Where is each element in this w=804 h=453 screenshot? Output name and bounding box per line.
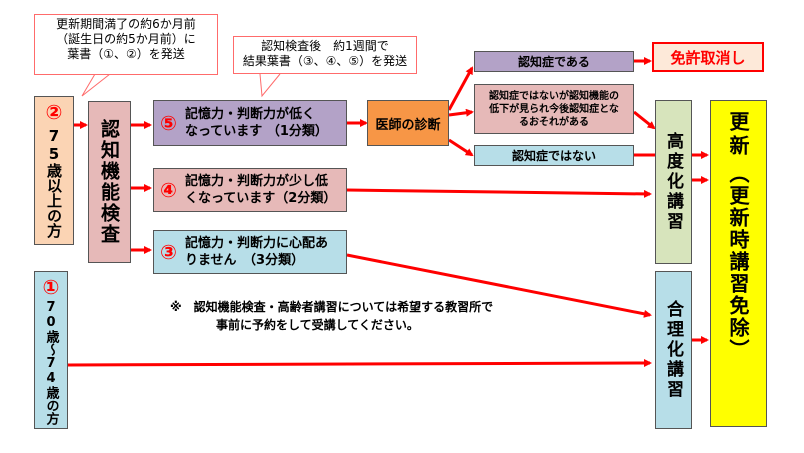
arrow-doctor-to-dementia (447, 66, 474, 111)
result-4-line1: 記憶力・判断力が少し低 (184, 174, 328, 189)
diagnosis-possible-line2: 低下が見られ今後認知症とな (489, 103, 619, 115)
result-4-line2: くなっています（2分類） (184, 191, 337, 206)
diagnosis-dementia-label: 認知症である (518, 55, 590, 69)
rational-course-box: 合理化講習 (655, 271, 692, 429)
callout-left-pointer (81, 73, 111, 97)
diagnosis-possible-line1: 認知症ではないが認知機能の (489, 90, 619, 102)
renewal-box: 更新 （更新時講習免除） (710, 100, 767, 427)
group-70-74: ① 70歳〜74歳の方 (34, 271, 68, 429)
rational-course-label: 合理化講習 (663, 300, 683, 400)
group-70-label: 70歳〜74歳の方 (43, 299, 59, 425)
arrow-4-to-advanced (346, 188, 652, 198)
reservation-note-line1: ※ 認知機能検査・高齢者講習については希望する教習所で (170, 300, 494, 314)
advanced-course-label: 高度化講習 (663, 132, 683, 232)
callout-result-mailing: 認知検査後 約1週間で 結果葉書（③、④、⑤）を発送 (233, 36, 417, 74)
diagnosis-possible-dementia: 認知症ではないが認知機能の 低下が見られ今後認知症とな るおそれがある (474, 84, 634, 134)
group-70-number: ① (42, 275, 60, 299)
renewal-sub-label: （更新時講習免除） (726, 163, 750, 361)
arrow-doctor-to-not (448, 138, 474, 157)
group-75-label: 75歳以上の方 (45, 126, 63, 238)
callout-right-line1: 認知検査後 約1週間で (261, 39, 389, 53)
advanced-course-box: 高度化講習 (655, 100, 692, 264)
result-5-line1: 記憶力・判断力が低く (184, 107, 315, 122)
result-class-1: ⑤ 記憶力・判断力が低く なっています （1分類） (153, 100, 347, 146)
result-4-number: ④ (160, 178, 177, 202)
result-5-line2: なっています （1分類） (184, 124, 328, 139)
reservation-note-line2: 事前に予約をして受講してください。 (216, 318, 419, 332)
result-3-line2: りません （3分類） (184, 253, 305, 268)
renewal-main-label: 更新 (726, 111, 750, 159)
result-class-2: ④ 記憶力・判断力が少し低 くなっています（2分類） (153, 168, 347, 212)
arrow-70-to-rational (67, 359, 652, 368)
diagnosis-dementia: 認知症である (474, 51, 634, 72)
result-3-number: ③ (160, 240, 177, 264)
arrow-3-to-rational (346, 253, 652, 318)
diagnosis-possible-line3: るおそれがある (519, 116, 589, 128)
arrow-possible-to-advanced (633, 110, 656, 130)
diagnosis-not-dementia: 認知症ではない (474, 145, 634, 166)
callout-notice-mailing: 更新期間満了の約6か月前 （誕生日の約5か月前）に 葉書（①、②）を発送 (34, 14, 218, 75)
group-75-plus: ② 75歳以上の方 (34, 96, 74, 245)
diagnosis-not-label: 認知症ではない (511, 149, 596, 163)
callout-left-line1: 更新期間満了の約6か月前 (56, 17, 196, 31)
callout-left-line2: （誕生日の約5か月前）に (56, 32, 196, 46)
license-revocation-label: 免許取消し (670, 48, 746, 67)
doctor-diagnosis-box: 医師の診断 (367, 100, 449, 146)
callout-left-line3: 葉書（①、②）を発送 (67, 47, 185, 61)
cognitive-test-label: 認知機能検査 (98, 119, 120, 245)
reservation-note: ※ 認知機能検査・高齢者講習については希望する教習所で 事前に予約をして受講して… (170, 298, 590, 334)
callout-right-line2: 結果葉書（③、④、⑤）を発送 (242, 54, 408, 68)
callout-right-pointer (259, 73, 281, 98)
group-75-number: ② (45, 100, 63, 124)
doctor-diagnosis-label: 医師の診断 (375, 117, 441, 133)
result-class-3: ③ 記憶力・判断力に心配あ りません （3分類） (153, 230, 347, 274)
cognitive-test-box: 認知機能検査 (88, 101, 131, 263)
result-5-number: ⑤ (160, 111, 177, 135)
result-3-line1: 記憶力・判断力に心配あ (184, 236, 328, 251)
license-revocation-box: 免許取消し (652, 42, 764, 72)
arrow-doctor-to-possible (448, 108, 474, 117)
